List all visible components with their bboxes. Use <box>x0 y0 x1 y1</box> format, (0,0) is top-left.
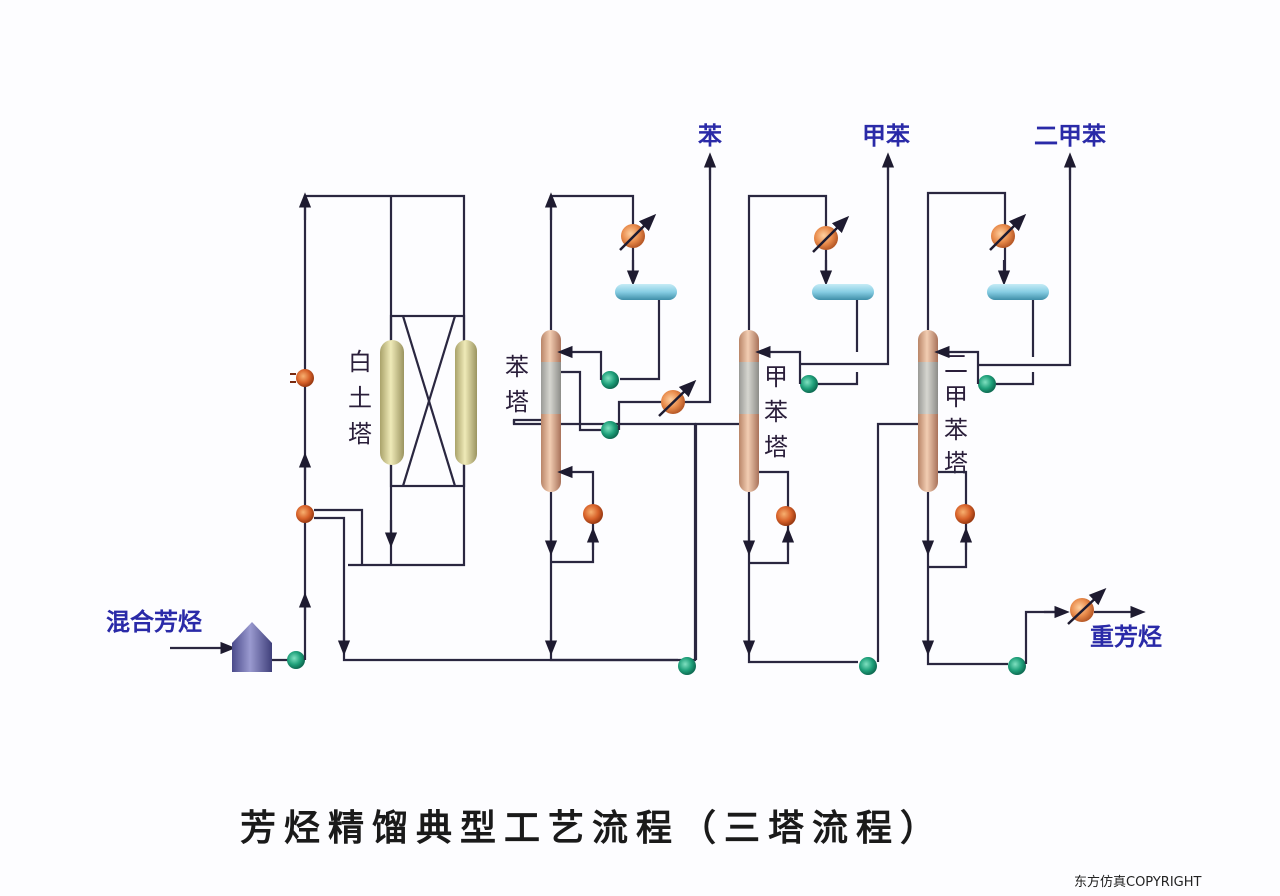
benzene-product-cooler-icon <box>658 379 697 417</box>
benzene-column-label-1: 苯 <box>505 353 529 381</box>
benzene-bottoms-pump-icon <box>678 657 696 675</box>
benzene-column-label-2: 塔 <box>505 388 529 416</box>
xylene-product-label: 二甲苯 <box>1034 121 1106 150</box>
toluene-pump-icon <box>800 375 818 393</box>
feed-section: 混合芳烃 <box>106 192 466 672</box>
feed-heater-icon <box>290 369 314 387</box>
diagram-title: 芳烃精馏典型工艺流程（三塔流程） <box>240 807 944 849</box>
clay-tower-label-1: 白 <box>348 348 372 376</box>
xylene-bottoms-pump-icon <box>1008 657 1026 675</box>
clay-tower-label-3: 塔 <box>348 420 372 448</box>
xylene-column-label-3: 苯 <box>944 416 968 444</box>
benzene-product-label: 苯 <box>697 121 722 150</box>
xylene-condenser-icon <box>989 213 1027 251</box>
toluene-product-label: 甲苯 <box>862 121 910 150</box>
clay-tower-vessel-2 <box>455 340 477 465</box>
toluene-column-label-3: 塔 <box>764 433 788 461</box>
benzene-condenser-icon <box>619 213 657 251</box>
xylene-column-section: 二 甲 苯 塔 二甲苯 重芳烃 <box>876 121 1162 675</box>
toluene-column-label-1: 甲 <box>764 363 788 391</box>
feed-pump-icon <box>287 651 305 669</box>
toluene-column-label-2: 苯 <box>764 398 788 426</box>
toluene-column-section: 甲 苯 塔 甲苯 <box>694 121 910 675</box>
heavy-aromatics-cooler-icon <box>1067 588 1107 625</box>
feed-preheater-icon <box>296 505 314 523</box>
benzene-reboiler-icon <box>583 504 603 524</box>
benzene-reflux-drum <box>615 284 677 300</box>
xylene-reboiler-icon <box>955 504 975 524</box>
xylene-column-label-1: 二 <box>944 350 968 378</box>
clay-tower-vessel-1 <box>380 340 404 465</box>
toluene-reflux-drum <box>812 284 874 300</box>
feed-label: 混合芳烃 <box>106 607 202 636</box>
feed-tank <box>232 622 272 672</box>
heavy-aromatics-label: 重芳烃 <box>1090 622 1162 651</box>
clay-tower-label-2: 土 <box>348 384 372 412</box>
benzene-reflux-pump-icon <box>601 371 619 389</box>
copyright-text: 东方仿真COPYRIGHT <box>1074 874 1202 890</box>
benzene-product-pump-icon <box>601 421 619 439</box>
toluene-reboiler-icon <box>776 506 796 526</box>
benzene-column-section: 苯 塔 苯 <box>505 121 722 675</box>
xylene-reflux-drum <box>987 284 1049 300</box>
toluene-bottoms-pump-icon <box>859 657 877 675</box>
toluene-condenser-icon <box>812 215 850 253</box>
xylene-column-label-2: 甲 <box>944 383 968 411</box>
xylene-pump-icon <box>978 375 996 393</box>
clay-tower-section: 白 土 塔 <box>314 196 697 662</box>
